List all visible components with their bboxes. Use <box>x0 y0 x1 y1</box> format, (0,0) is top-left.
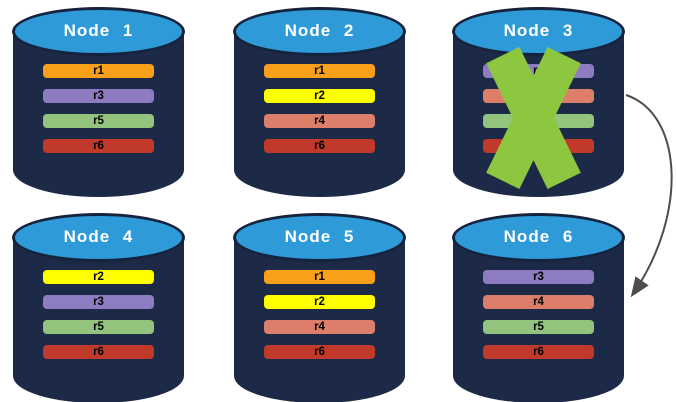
node-2: Node 2 r1 r2 r4 r6 <box>233 7 406 198</box>
replica-bar-r3: r3 <box>483 64 594 78</box>
replica-bar-r6: r6 <box>264 139 375 153</box>
node-3-title: Node 3 <box>503 21 574 40</box>
node-5-title: Node 5 <box>284 227 355 246</box>
replica-bar-r6: r6 <box>43 345 154 359</box>
replica-bar-r3: r3 <box>483 270 594 284</box>
node-1-cylinder-top: Node 1 <box>12 7 185 56</box>
replica-bar-r1: r1 <box>264 270 375 284</box>
node-4-cylinder-top: Node 4 <box>12 213 185 262</box>
node-3-replicas: r3 r4 r5 r6 <box>483 64 594 164</box>
node-5-replicas: r1 r2 r4 r6 <box>264 270 375 370</box>
replica-bar-r3: r3 <box>43 89 154 103</box>
replica-bar-r5: r5 <box>483 114 594 128</box>
node-4-title: Node 4 <box>63 227 134 246</box>
node-3: Node 3 r3 r4 r5 r6 <box>452 7 625 198</box>
replica-bar-r4: r4 <box>264 320 375 334</box>
replica-bar-r5: r5 <box>483 320 594 334</box>
replica-bar-r5: r5 <box>43 114 154 128</box>
node-2-replicas: r1 r2 r4 r6 <box>264 64 375 164</box>
replica-bar-r1: r1 <box>43 64 154 78</box>
node-6-cylinder-top: Node 6 <box>452 213 625 262</box>
replica-bar-r4: r4 <box>483 89 594 103</box>
node-3-cylinder-top: Node 3 <box>452 7 625 56</box>
node-2-cylinder-top: Node 2 <box>233 7 406 56</box>
replica-bar-r6: r6 <box>43 139 154 153</box>
node-2-title: Node 2 <box>284 21 355 40</box>
node-6-title: Node 6 <box>503 227 574 246</box>
replica-bar-r6: r6 <box>483 345 594 359</box>
node-4: Node 4 r2 r3 r5 r6 <box>12 213 185 402</box>
node-6-replicas: r3 r4 r5 r6 <box>483 270 594 370</box>
replica-bar-r4: r4 <box>483 295 594 309</box>
replica-bar-r2: r2 <box>264 295 375 309</box>
node-5: Node 5 r1 r2 r4 r6 <box>233 213 406 402</box>
replica-bar-r2: r2 <box>43 270 154 284</box>
replica-bar-r3: r3 <box>43 295 154 309</box>
replica-bar-r2: r2 <box>264 89 375 103</box>
node-1: Node 1 r1 r3 r5 r6 <box>12 7 185 198</box>
node-1-replicas: r1 r3 r5 r6 <box>43 64 154 164</box>
replica-bar-r6: r6 <box>264 345 375 359</box>
replica-bar-r6: r6 <box>483 139 594 153</box>
replica-bar-r1: r1 <box>264 64 375 78</box>
failover-arrow-path <box>625 94 673 298</box>
node-4-replicas: r2 r3 r5 r6 <box>43 270 154 370</box>
node-5-cylinder-top: Node 5 <box>233 213 406 262</box>
node-1-title: Node 1 <box>63 21 134 40</box>
replica-bar-r4: r4 <box>264 114 375 128</box>
replica-bar-r5: r5 <box>43 320 154 334</box>
node-6: Node 6 r3 r4 r5 r6 <box>452 213 625 402</box>
